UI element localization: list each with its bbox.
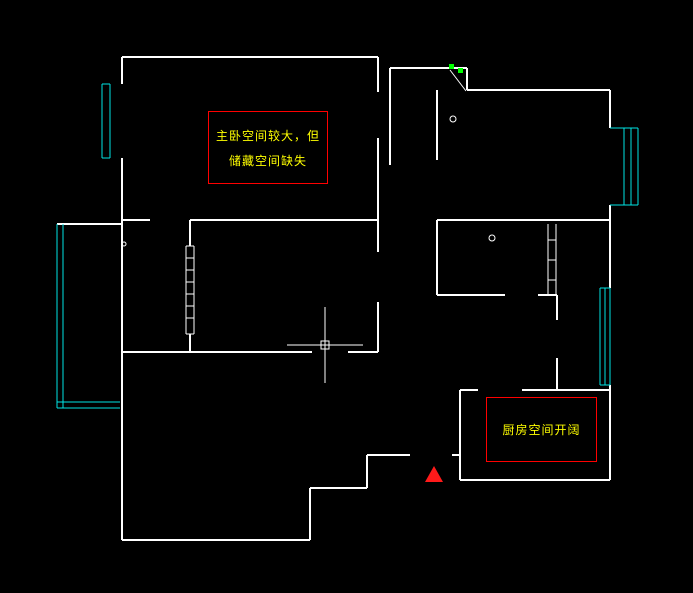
pickbox [320, 340, 330, 350]
grip-point [458, 68, 463, 73]
entrance-marker [425, 466, 443, 482]
wall-segment [449, 69, 467, 92]
fixture-circle [449, 115, 457, 123]
fixture-circle [488, 234, 496, 242]
note-master-line2: 储藏空间缺失 [228, 153, 307, 168]
note-kitchen-line1: 厨房空间开阔 [502, 423, 581, 437]
fixture-circle [121, 241, 127, 247]
note-master-bedroom[interactable]: 主卧空间较大，但 储藏空间缺失 [208, 111, 328, 184]
note-kitchen[interactable]: 厨房空间开阔 [486, 397, 597, 462]
grip-point [449, 64, 454, 69]
note-master-line1: 主卧空间较大，但 [215, 128, 320, 143]
